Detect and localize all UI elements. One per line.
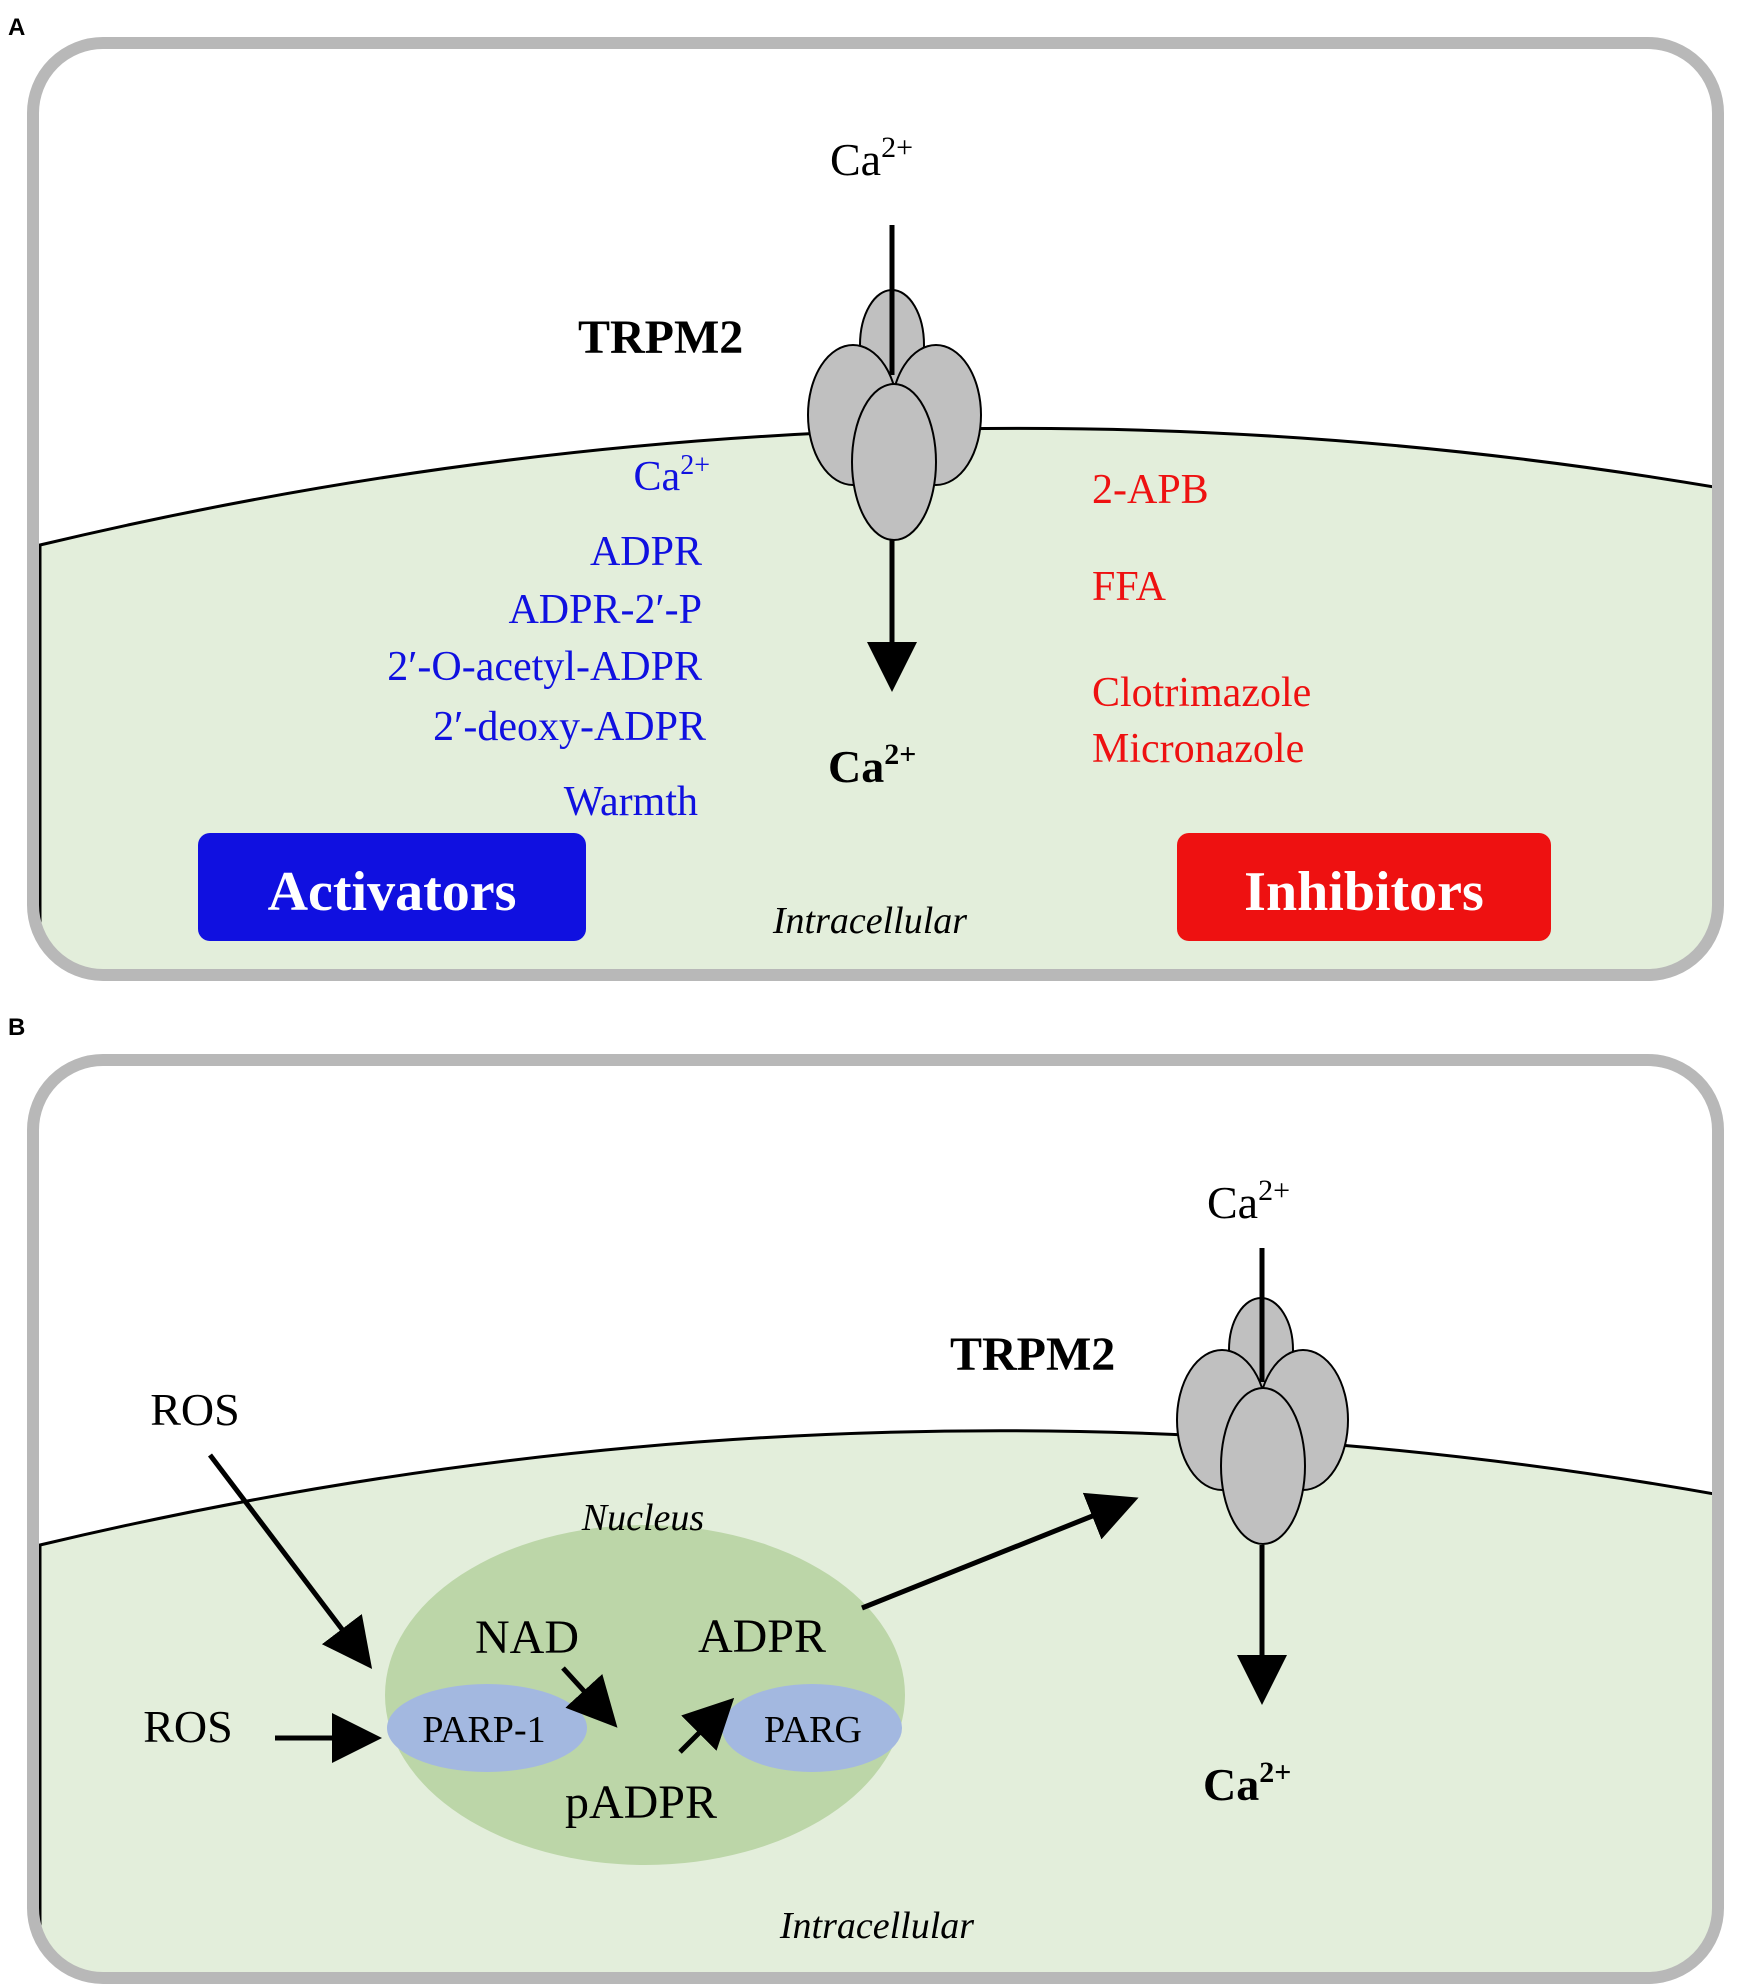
inhibitors-list: 2-APB FFA Clotrimazole Micronazole	[1092, 467, 1311, 772]
panel-a-frame	[27, 37, 1724, 981]
activators-badge: Activators	[198, 833, 586, 941]
activator-item: Warmth	[564, 779, 698, 825]
panel-a-intracellular-label: Intracellular	[772, 900, 967, 942]
panel-a-ca-bottom: Ca2+	[828, 738, 916, 792]
activator-item: ADPR-2′-P	[508, 587, 702, 633]
nad-to-padpr-arrow	[561, 1666, 618, 1728]
inhibitor-item: FFA	[1092, 564, 1167, 610]
parg-enzyme	[722, 1684, 902, 1772]
parp1-enzyme	[387, 1684, 587, 1772]
nad-label: NAD	[475, 1611, 579, 1664]
inhibitors-badge: Inhibitors	[1177, 833, 1551, 941]
nucleus-label: Nucleus	[581, 1497, 704, 1539]
adpr-label: ADPR	[698, 1610, 826, 1663]
panel-a-trpm2-channel	[807, 289, 982, 541]
panel-b-ca-bottom: Ca2+	[1203, 1756, 1291, 1810]
activators-badge-label: Activators	[268, 861, 517, 923]
activators-list: Ca2+ ADPR ADPR-2′-P 2′-O-acetyl-ADPR 2′-…	[387, 450, 710, 825]
inhibitor-item: 2-APB	[1092, 467, 1209, 513]
panel-b-trpm2-label: TRPM2	[950, 1328, 1115, 1381]
panel-b-cell	[27, 1054, 1724, 1984]
inhibitors-badge-label: Inhibitors	[1244, 861, 1484, 923]
adpr-to-trpm2-arrow	[861, 1492, 1139, 1611]
activator-item: 2′-deoxy-ADPR	[433, 704, 706, 750]
parg-label: PARG	[764, 1709, 862, 1751]
activator-item: 2′-O-acetyl-ADPR	[387, 644, 702, 690]
panel-a-ca-top: Ca2+	[830, 131, 913, 185]
nucleus	[385, 1525, 905, 1865]
inhibitor-item: Micronazole	[1092, 726, 1304, 772]
panel-a-letter: A	[8, 14, 25, 41]
panel-b-intracellular-label: Intracellular	[779, 1905, 974, 1947]
panel-b-letter: B	[8, 1014, 25, 1041]
activator-ca: Ca2+	[634, 450, 710, 500]
padpr-to-adpr-arrow	[678, 1697, 735, 1754]
ros-left-label: ROS	[143, 1701, 232, 1752]
panel-a-trpm2-label: TRPM2	[578, 311, 743, 364]
activator-item: ADPR	[590, 529, 702, 575]
padpr-label: pADPR	[565, 1776, 717, 1829]
ros-top-label: ROS	[150, 1384, 239, 1435]
panel-b-frame	[27, 1054, 1724, 1984]
parp1-label: PARP-1	[422, 1709, 545, 1751]
inhibitor-item: Clotrimazole	[1092, 670, 1311, 716]
panel-b-ca-top: Ca2+	[1207, 1174, 1290, 1228]
ros-top-arrow	[208, 1453, 373, 1669]
